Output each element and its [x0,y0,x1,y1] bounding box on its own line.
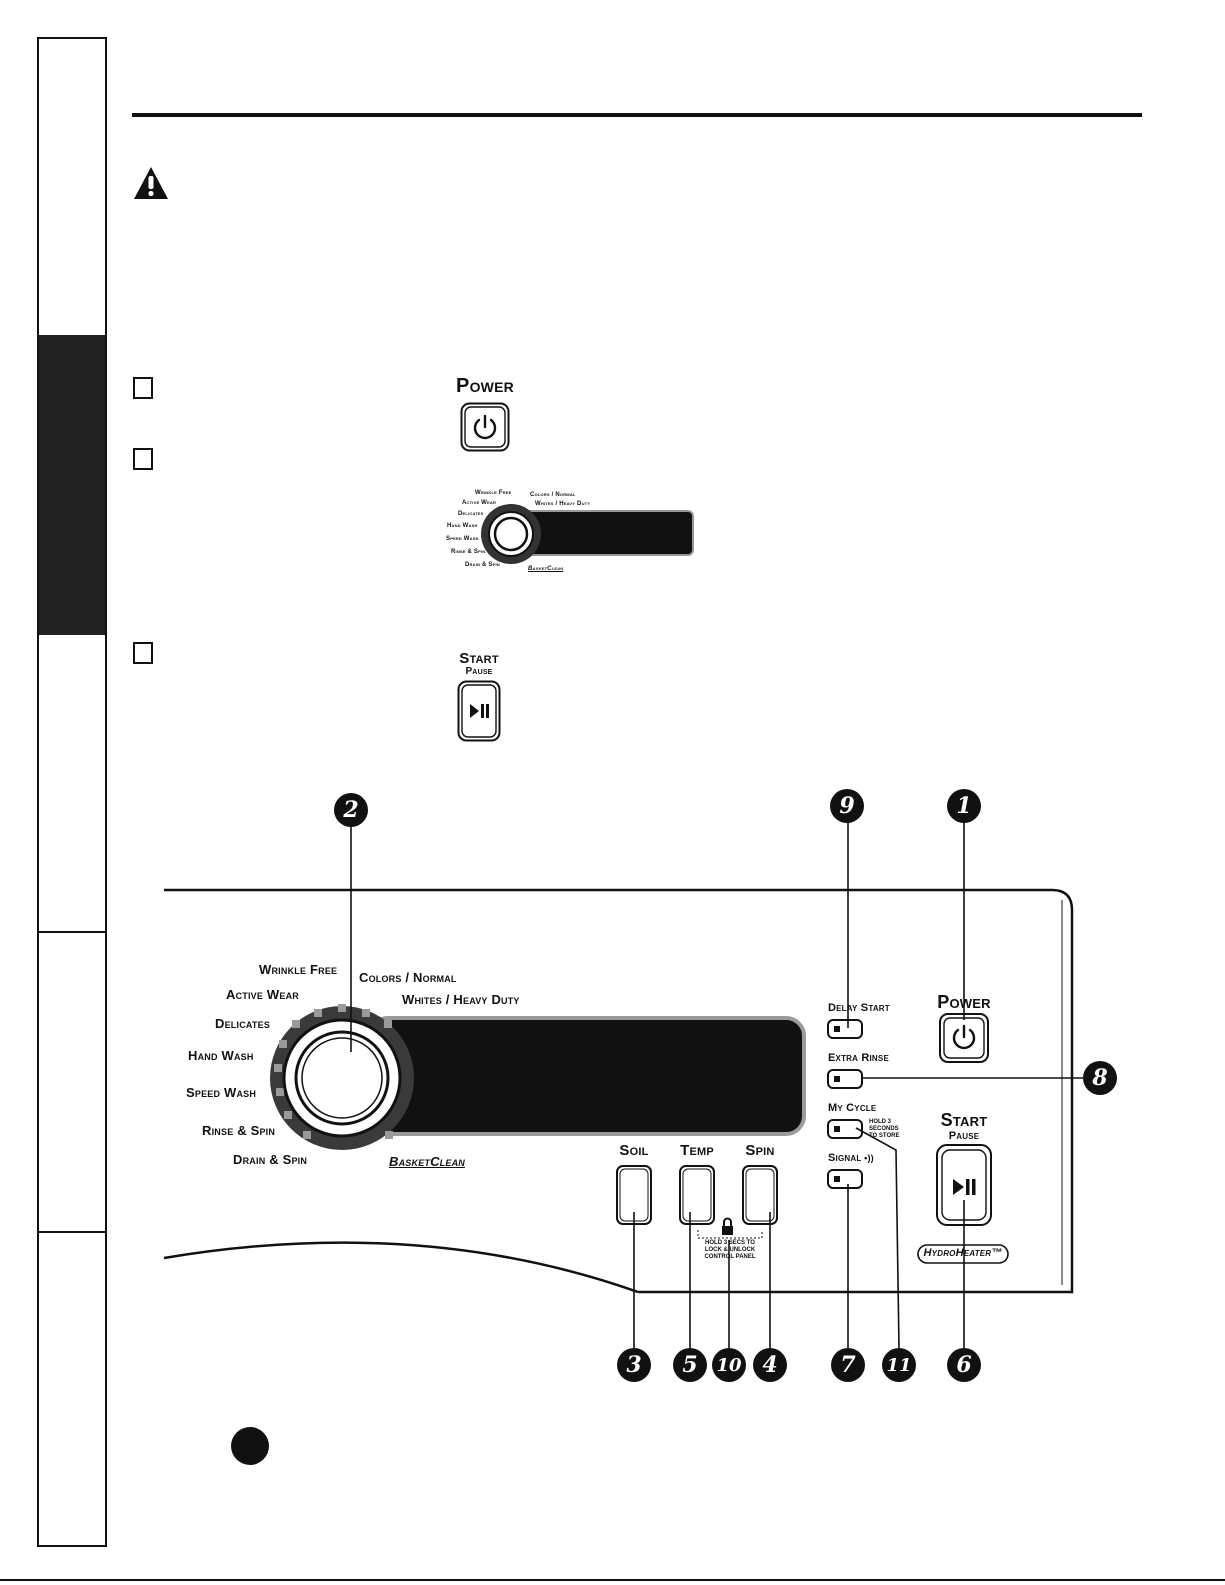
step-checkbox-2 [133,448,153,470]
dial-small-label: BasketClean [528,566,564,572]
lock-icon [722,1217,733,1235]
cycle-label-wrinkle-free: Wrinkle Free [259,962,338,977]
section-tabs [37,37,107,1547]
hydroheater-label: HydroHeater™ [923,1247,1003,1259]
lock-note-line: LOCK & UNLOCK [704,1247,756,1253]
cycle-label-drain-spin: Drain & Spin [233,1152,308,1167]
my-cycle-note-line: SECONDS [869,1126,899,1132]
cycle-label-whites-heavy-duty: Whites / Heavy Duty [402,992,520,1007]
start-button-label: Start [459,650,499,667]
play-pause-icon [470,704,489,718]
cycle-label-hand-wash: Hand Wash [188,1048,254,1063]
spin-label: Spin [745,1142,775,1159]
callout-5: 5 [673,1348,707,1382]
callout-1: 1 [947,789,981,823]
header-rule [132,113,1142,117]
dial-small-label: Colors / Normal [530,492,576,498]
lock-instructions: HOLD 3 SECS TO LOCK & UNLOCK CONTROL PAN… [700,1240,760,1261]
dial-small-label: Speed Wash [446,536,479,542]
callout-2: 2 [334,793,368,827]
dial-small-label: Whites / Heavy Duty [535,501,591,507]
power-label-large: Power [937,992,991,1012]
power-button-label: Power [456,375,514,397]
signal-label-text: Signal [828,1152,862,1164]
callout-11: 11 [882,1348,916,1382]
dial-small-label: Drain & Spin [465,562,500,568]
cycle-knob-small [481,504,541,564]
cycle-label-rinse-spin: Rinse & Spin [202,1123,276,1138]
cycle-label-colors-normal: Colors / Normal [359,970,457,985]
callout-6: 6 [947,1348,981,1382]
cycle-label-active-wear: Active Wear [226,987,299,1002]
power-icon [473,414,497,440]
start-pause-button-small [457,680,501,742]
dial-small-label: Active Wear [462,500,497,506]
callout-3: 3 [617,1348,651,1382]
dial-small-label: Delicates [458,511,484,517]
dial-small-label: Wrinkle Free [475,490,512,496]
soil-label: Soil [619,1142,649,1159]
dial-small-label: Hand Wash [447,523,478,529]
callout-4: 4 [753,1348,787,1382]
warning-icon [134,167,168,199]
extra-rinse-label: Extra Rinse [828,1052,889,1064]
dial-small-label: Rinse & Spin [451,549,486,555]
my-cycle-note: HOLD 3 SECONDS TO STORE [869,1119,899,1140]
temp-label: Temp [680,1142,714,1159]
lock-note-line: HOLD 3 SECS TO [705,1240,755,1246]
pause-label: Pause [465,666,493,677]
tab-2-active [39,335,105,635]
tab-5 [39,1231,105,1549]
my-cycle-label: My Cycle [828,1102,877,1114]
footer-rule [0,1579,1225,1581]
callout-10: 10 [712,1348,746,1382]
power-button-small [460,402,510,452]
cycle-label-basketclean: BasketClean [389,1154,465,1169]
cycle-dial-small: Wrinkle Free Active Wear Delicates Hand … [440,485,700,580]
cycle-label-speed-wash: Speed Wash [186,1085,257,1100]
callout-7: 7 [831,1348,865,1382]
cycle-label-delicates: Delicates [215,1016,271,1031]
callout-8: 8 [1083,1061,1117,1095]
step-checkbox-1 [133,377,153,399]
my-cycle-note-line: TO STORE [869,1133,900,1139]
step-checkbox-3 [133,642,153,664]
tab-4 [39,931,105,1231]
start-label-large: Start [940,1110,988,1130]
lock-note-line: CONTROL PANEL [704,1254,756,1260]
page-number-dot [231,1427,269,1465]
pause-label-large: Pause [948,1130,980,1142]
my-cycle-note-line: HOLD 3 [869,1119,892,1125]
delay-start-label: Delay Start [828,1002,890,1014]
callout-9: 9 [830,789,864,823]
sound-icon: •)) [861,1153,874,1163]
signal-label: Signal •)) [828,1152,874,1164]
